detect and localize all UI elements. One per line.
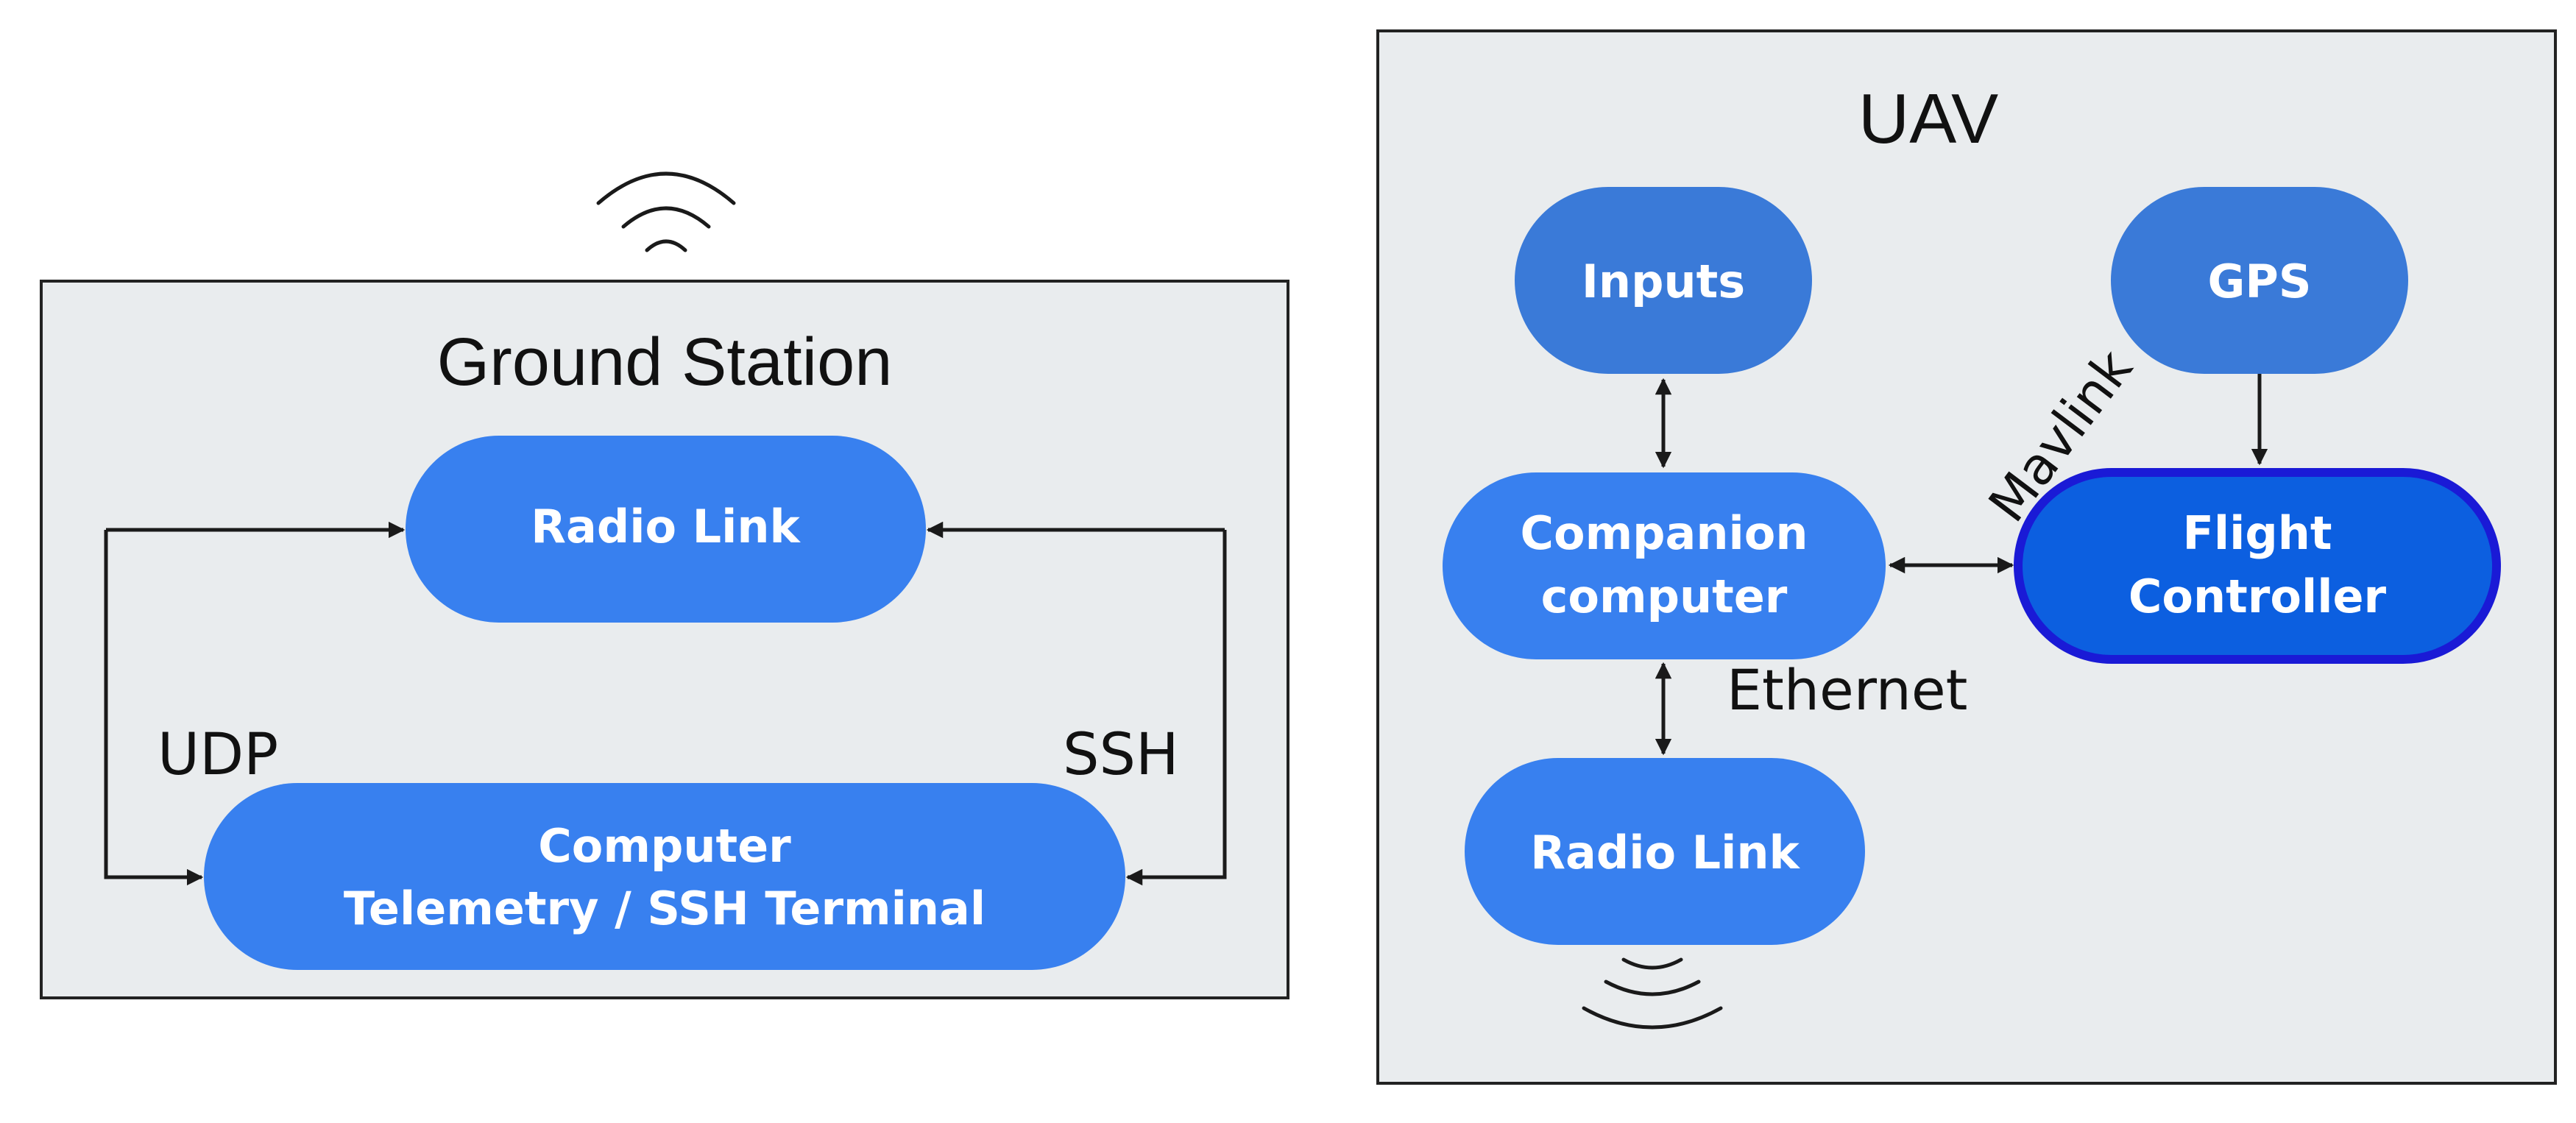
ethernet-label: Ethernet xyxy=(1727,657,1967,723)
udp-label: UDP xyxy=(158,722,278,788)
gps-label: GPS xyxy=(2208,255,2312,308)
ssh-label: SSH xyxy=(1063,722,1179,788)
ground-station-panel: Ground Station Radio Link Computer Telem… xyxy=(40,171,1289,999)
gs-computer-label-line2: Telemetry / SSH Terminal xyxy=(344,882,986,935)
gs-wireless-waves-icon xyxy=(596,171,736,252)
inputs-label: Inputs xyxy=(1582,255,1745,308)
companion-computer-node: Companion computer xyxy=(1443,472,1886,659)
companion-label-line1: Companion xyxy=(1520,506,1808,560)
gs-radio-link-label: Radio Link xyxy=(531,500,801,553)
ground-station-title: Ground Station xyxy=(437,325,893,400)
uav-panel: UAV Inputs GPS Companion computer Flight… xyxy=(1376,29,2557,1085)
uav-title: UAV xyxy=(1858,79,1998,158)
uav-wireless-waves-icon xyxy=(1582,957,1723,1030)
gs-computer-label-line1: Computer xyxy=(538,819,791,873)
flight-controller-label-line1: Flight xyxy=(2182,506,2332,560)
uav-radio-link-label: Radio Link xyxy=(1530,826,1800,879)
flight-controller-node: Flight Controller xyxy=(2014,468,2501,664)
gs-computer-node: Computer Telemetry / SSH Terminal xyxy=(204,783,1125,970)
companion-label-line2: computer xyxy=(1541,570,1788,623)
ssh-arrow-to-computer xyxy=(1125,530,1227,886)
flight-controller-label-line2: Controller xyxy=(2129,570,2387,623)
inputs-node: Inputs xyxy=(1515,187,1812,374)
gps-node: GPS xyxy=(2111,187,2408,374)
gs-radio-link-node: Radio Link xyxy=(406,436,926,623)
uav-radio-link-node: Radio Link xyxy=(1465,758,1865,945)
udp-arrow-to-computer xyxy=(104,530,204,886)
